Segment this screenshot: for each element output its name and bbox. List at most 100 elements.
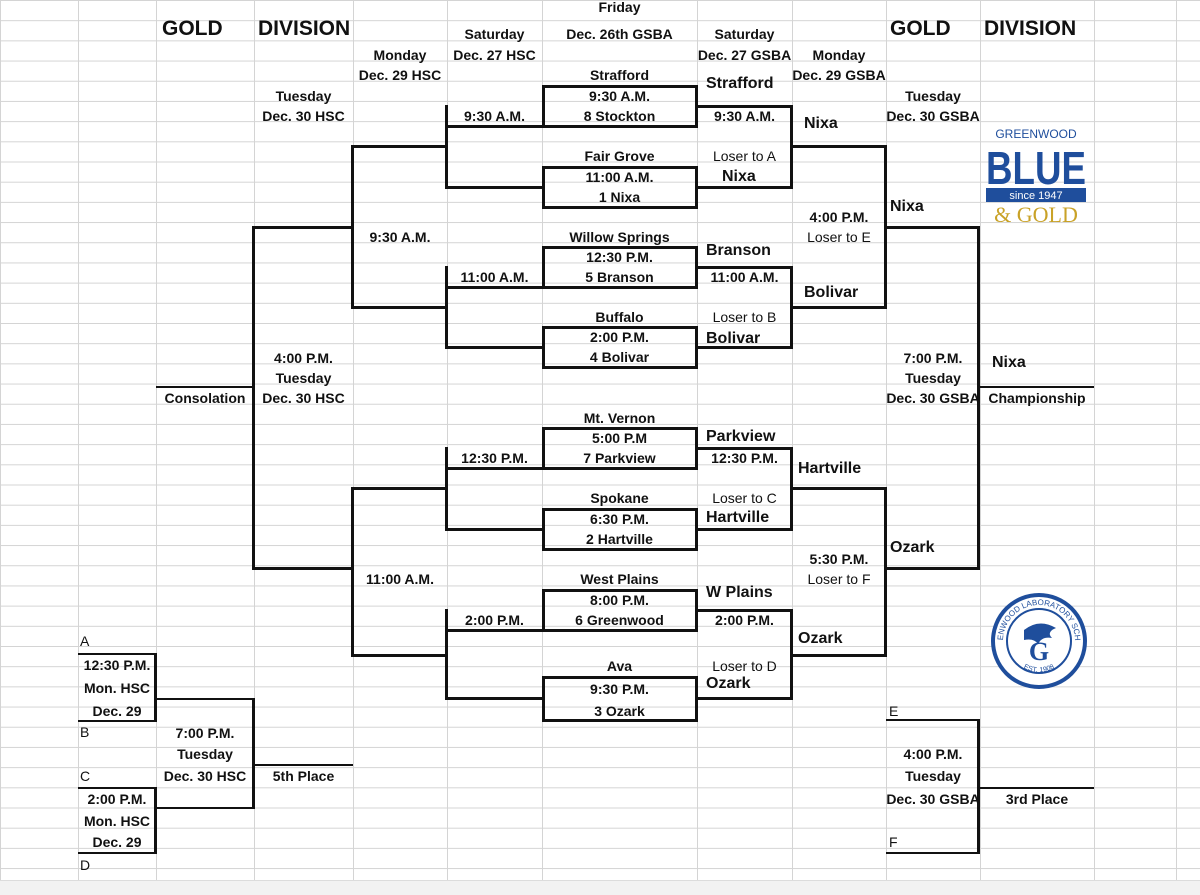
game4-bottom-team: 4 Bolivar bbox=[589, 349, 650, 365]
game7-time: 8:00 P.M. bbox=[590, 592, 649, 608]
final-time: 7:00 P.M. bbox=[903, 350, 963, 366]
monday-left-date: Dec. 29 HSC bbox=[358, 67, 442, 83]
consolation-day: Tuesday bbox=[275, 370, 332, 386]
fifth-place-day: Tuesday bbox=[177, 746, 233, 762]
third-place-time: 4:00 P.M. bbox=[903, 746, 963, 762]
fifth-place-time: 7:00 P.M. bbox=[175, 725, 235, 741]
seal-g-icon: G bbox=[1029, 637, 1049, 666]
left-sf2-time: 11:00 A.M. bbox=[366, 571, 434, 587]
logo-since-text: since 1947 bbox=[1009, 190, 1062, 202]
ab-date: Dec. 29 bbox=[92, 703, 142, 719]
right-sf1-time: 4:00 P.M. bbox=[809, 209, 869, 225]
game4-winner: Bolivar bbox=[706, 330, 761, 347]
third-place-label: 3rd Place bbox=[1005, 791, 1069, 807]
third-place-f-label: F bbox=[889, 834, 898, 850]
right-sf2-loser-note: Loser to F bbox=[807, 571, 871, 587]
right-sf2-time: 5:30 P.M. bbox=[809, 551, 869, 567]
third-place-day: Tuesday bbox=[905, 768, 961, 784]
saturday-right-label: Saturday bbox=[714, 26, 775, 42]
right-qf3-winner: Hartville bbox=[798, 460, 862, 477]
game7-top-team: West Plains bbox=[580, 571, 659, 587]
greenwood-blue-gold-logo: GREENWOOD BLUE since 1947 & GOLD bbox=[982, 124, 1090, 228]
greenwood-school-seal: GREENWOOD LABORATORY SCHOOL EST. 1908 G bbox=[987, 585, 1088, 690]
game6-loser-note: Loser to C bbox=[712, 490, 777, 506]
game3-bottom-team: 5 Branson bbox=[585, 269, 654, 285]
game6-time: 6:30 P.M. bbox=[590, 511, 649, 527]
right-qf3-time: 12:30 P.M. bbox=[711, 450, 778, 466]
cd-location: Mon. HSC bbox=[83, 813, 151, 829]
logo-blue-text: BLUE bbox=[986, 142, 1086, 194]
saturday-right-date: Dec. 27 GSBA bbox=[697, 47, 792, 63]
svg-text:EST. 1908: EST. 1908 bbox=[1023, 663, 1056, 674]
game6-winner: Hartville bbox=[706, 509, 770, 526]
right-sf1-loser-note: Loser to E bbox=[807, 229, 871, 245]
game4-loser-note: Loser to B bbox=[712, 309, 777, 325]
fifth-place-date: Dec. 30 HSC bbox=[163, 768, 247, 784]
tuesday-left-date: Dec. 30 HSC bbox=[262, 108, 345, 124]
game3-time: 12:30 P.M. bbox=[586, 249, 653, 265]
game2-top-team: Fair Grove bbox=[584, 148, 655, 164]
tuesday-right-label: Tuesday bbox=[905, 88, 961, 104]
consolation-label: Consolation bbox=[164, 390, 246, 406]
cd-date: Dec. 29 bbox=[92, 834, 142, 850]
game8-winner: Ozark bbox=[706, 675, 751, 692]
game1-bottom-team: 8 Stockton bbox=[583, 108, 656, 124]
saturday-left-label: Saturday bbox=[464, 26, 525, 42]
game2-winner: Nixa bbox=[722, 168, 756, 185]
loser-slot-c: C bbox=[80, 768, 91, 784]
left-qf2-time: 11:00 A.M. bbox=[460, 269, 529, 285]
game2-time: 11:00 A.M. bbox=[585, 169, 654, 185]
tuesday-left-label: Tuesday bbox=[275, 88, 332, 104]
right-sf2-winner: Ozark bbox=[890, 539, 935, 556]
left-qf3-time: 12:30 P.M. bbox=[461, 450, 528, 466]
ab-time: 12:30 P.M. bbox=[83, 657, 151, 673]
left-qf1-time: 9:30 A.M. bbox=[464, 108, 525, 124]
seal-est-text: EST. 1908 bbox=[1023, 663, 1056, 674]
consolation-time: 4:00 P.M. bbox=[274, 350, 333, 366]
left-qf4-time: 2:00 P.M. bbox=[465, 612, 524, 628]
loser-slot-b: B bbox=[80, 724, 90, 740]
final-day: Tuesday bbox=[905, 370, 961, 386]
right-qf1-time: 9:30 A.M. bbox=[714, 108, 775, 124]
third-place-e-label: E bbox=[889, 703, 899, 719]
game8-time: 9:30 P.M. bbox=[590, 681, 649, 697]
game8-loser-note: Loser to D bbox=[712, 658, 777, 674]
final-date: Dec. 30 GSBA bbox=[886, 390, 980, 406]
right-qf2-time: 11:00 A.M. bbox=[710, 269, 779, 285]
division-heading-left: DIVISION bbox=[258, 17, 351, 40]
friday-date: Dec. 26th GSBA bbox=[566, 26, 673, 42]
gold-heading-right: GOLD bbox=[890, 17, 951, 40]
game8-top-team: Ava bbox=[606, 658, 633, 674]
tuesday-right-date: Dec. 30 GSBA bbox=[886, 108, 980, 124]
game1-top-team: Strafford bbox=[589, 67, 650, 83]
consolation-date: Dec. 30 HSC bbox=[262, 390, 345, 406]
game3-winner: Branson bbox=[706, 242, 771, 259]
horizontal-scrollbar[interactable] bbox=[0, 880, 1200, 895]
right-sf1-winner: Nixa bbox=[890, 198, 924, 215]
game2-bottom-team: 1 Nixa bbox=[598, 189, 641, 205]
game6-bottom-team: 2 Hartville bbox=[586, 531, 653, 547]
logo-top-text: GREENWOOD bbox=[995, 127, 1077, 141]
gold-heading-left: GOLD bbox=[162, 17, 223, 40]
game4-time: 2:00 P.M. bbox=[590, 329, 649, 345]
loser-slot-a: A bbox=[80, 633, 90, 649]
monday-right-date: Dec. 29 GSBA bbox=[792, 67, 886, 83]
left-sf1-time: 9:30 A.M. bbox=[369, 229, 431, 245]
game5-winner: Parkview bbox=[706, 428, 776, 445]
right-qf2-winner: Bolivar bbox=[804, 284, 859, 301]
fifth-place-label: 5th Place bbox=[272, 768, 335, 784]
logo-gold-text: & GOLD bbox=[994, 202, 1078, 227]
eagle-icon bbox=[1024, 623, 1056, 644]
game5-bottom-team: 7 Parkview bbox=[583, 450, 656, 466]
friday-label: Friday bbox=[598, 0, 641, 15]
champion-name: Nixa bbox=[992, 354, 1026, 371]
third-place-date: Dec. 30 GSBA bbox=[886, 791, 980, 807]
game8-bottom-team: 3 Ozark bbox=[594, 703, 645, 719]
saturday-left-date: Dec. 27 HSC bbox=[453, 47, 536, 63]
game1-time: 9:30 A.M. bbox=[589, 88, 650, 104]
championship-label: Championship bbox=[988, 390, 1086, 406]
game3-top-team: Willow Springs bbox=[569, 229, 670, 245]
monday-left-label: Monday bbox=[373, 47, 427, 63]
game5-top-team: Mt. Vernon bbox=[583, 410, 656, 426]
